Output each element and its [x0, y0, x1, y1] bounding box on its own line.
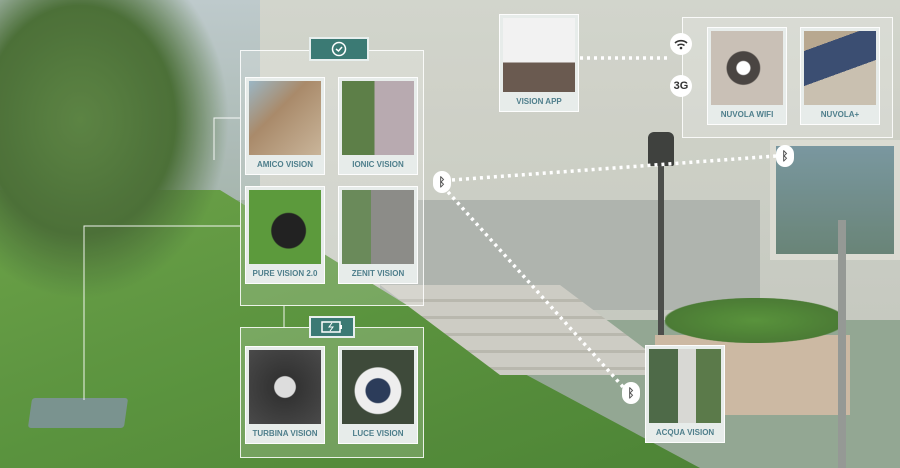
wifi-icon: [670, 33, 692, 55]
product-card-zenit[interactable]: ZENIT VISION: [338, 186, 418, 284]
product-label: PURE VISION 2.0: [252, 269, 318, 278]
link-line-pure: [83, 225, 240, 400]
clock-icon: [331, 41, 347, 57]
bluetooth-icon: ᛒ: [433, 171, 451, 193]
bluetooth-icon: ᛒ: [622, 382, 640, 404]
product-image: [804, 31, 876, 105]
product-card-nuvola-wifi[interactable]: NUVOLA WIFI: [707, 27, 787, 125]
product-image: [249, 190, 321, 264]
product-image: [249, 81, 321, 155]
product-card-luce[interactable]: LUCE VISION: [338, 346, 418, 444]
product-label: VISION APP: [516, 97, 562, 106]
product-image: [342, 350, 414, 424]
product-label: NUVOLA+: [820, 110, 860, 119]
product-card-vision-app[interactable]: VISION APP: [499, 14, 579, 112]
bluetooth-link-nuvola: [451, 154, 777, 182]
product-card-nuvola-plus[interactable]: NUVOLA+: [800, 27, 880, 125]
bluetooth-link-acqua: [446, 190, 626, 390]
battery-tab: [309, 316, 355, 338]
product-image: [342, 81, 414, 155]
product-image: [711, 31, 783, 105]
product-label: IONIC VISION: [352, 160, 404, 169]
product-image: [249, 350, 321, 424]
product-label: AMICO VISION: [256, 160, 313, 169]
product-image: [503, 18, 575, 92]
product-label: ZENIT VISION: [351, 269, 405, 278]
product-label: NUVOLA WIFI: [720, 110, 774, 119]
cellular-label: 3G: [673, 80, 689, 92]
product-image: [649, 349, 721, 423]
battery-icon: [321, 321, 342, 333]
product-card-amico[interactable]: AMICO VISION: [245, 77, 325, 175]
product-label: TURBINA VISION: [252, 429, 318, 438]
product-label: ACQUA VISION: [655, 428, 715, 437]
bluetooth-icon: ᛒ: [776, 145, 794, 167]
product-card-ionic[interactable]: IONIC VISION: [338, 77, 418, 175]
product-card-turbina[interactable]: TURBINA VISION: [245, 346, 325, 444]
product-card-acqua[interactable]: ACQUA VISION: [645, 345, 725, 443]
cellular-3g-badge: 3G: [670, 75, 692, 97]
product-image: [342, 190, 414, 264]
timer-tab: [309, 37, 369, 61]
product-label: LUCE VISION: [352, 429, 404, 438]
product-card-pure[interactable]: PURE VISION 2.0: [245, 186, 325, 284]
link-line-amico: [213, 117, 240, 160]
